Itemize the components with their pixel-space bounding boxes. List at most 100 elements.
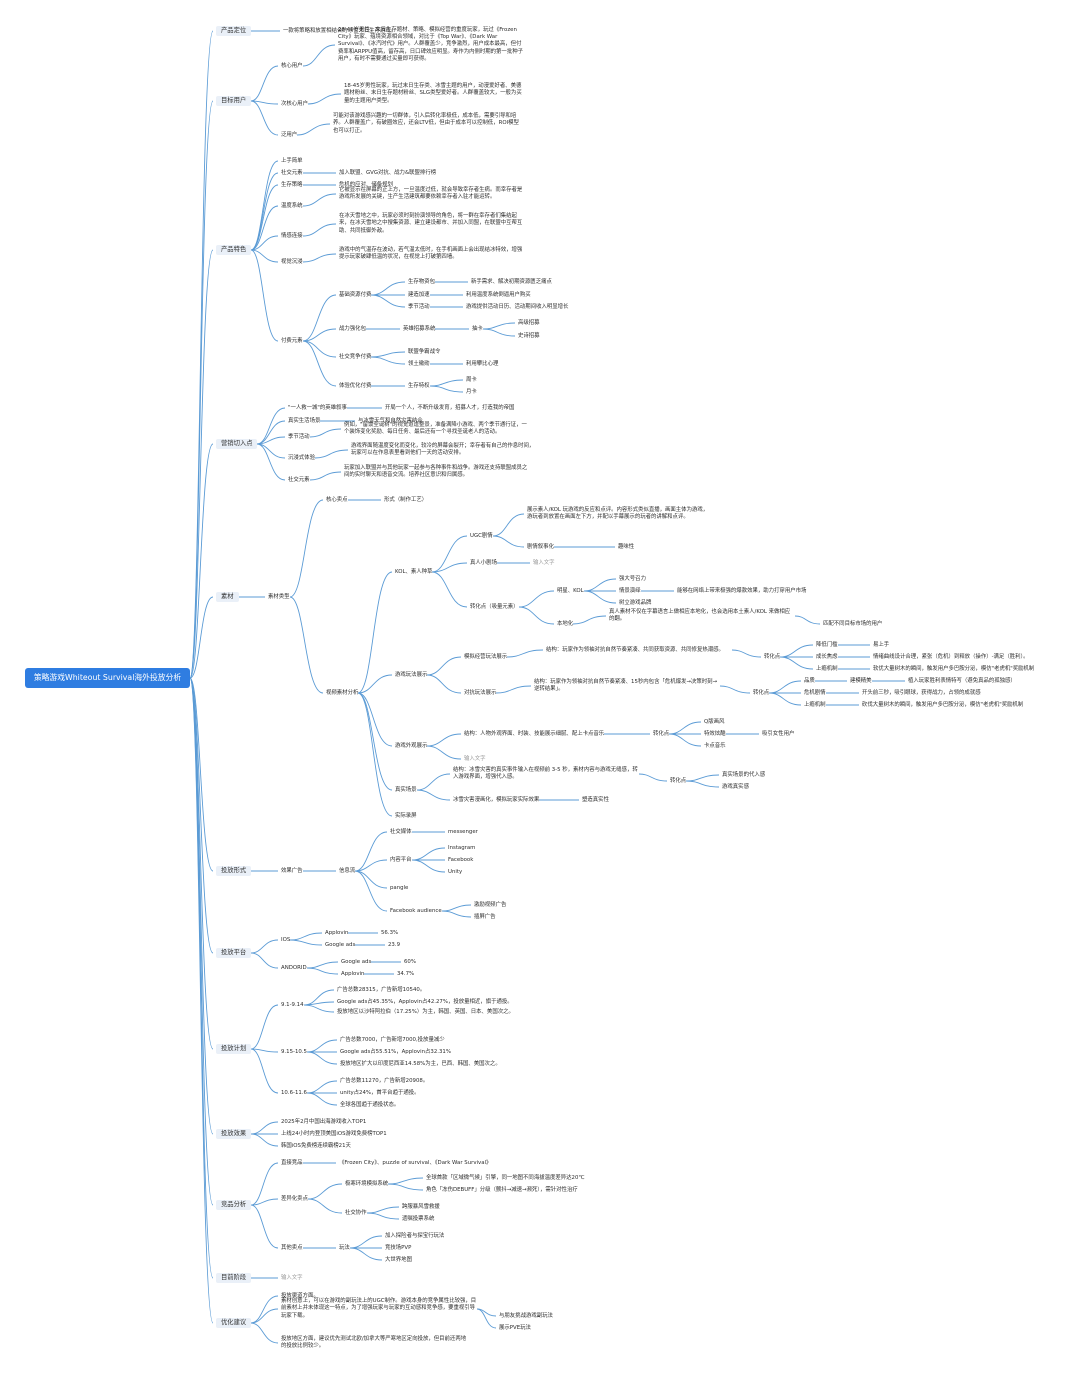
topic-node[interactable]: 加入探险者与探宝行玩法 (385, 1232, 445, 1239)
topic-node[interactable]: 9.15-10.5 (281, 1048, 307, 1055)
topic-node[interactable]: Q版画风 (704, 718, 725, 725)
topic-node[interactable]: 大世界地图 (385, 1256, 412, 1263)
topic-node[interactable]: 内容平台 (390, 856, 412, 863)
topic-node[interactable]: ANDORID (281, 964, 307, 971)
topic-node[interactable]: 游戏中的气温存在波动，若气温太低时，在手机画面上会出现结冰特效，增强提示玩家破肆… (339, 246, 523, 260)
topic-node[interactable]: 加入联盟、GVG对抗、战力&联盟排行榜 (339, 169, 437, 176)
topic-node[interactable]: Applovin (341, 970, 365, 977)
topic-node[interactable]: 游戏玩法展示 (395, 671, 428, 678)
topic-node[interactable]: 抽卡 (472, 325, 483, 332)
topic-node[interactable]: 社交竞争付费 (339, 353, 372, 360)
topic-node[interactable]: 真实场景的代入感 (722, 771, 766, 778)
topic-node[interactable]: "一人救一城"的英雄叙事 (288, 404, 347, 411)
topic-node[interactable]: 结构：玩家作为领袖对抗自然节奏紧凑、15秒内包含「危机爆发→决策时刻→逆转结果」… (534, 678, 718, 692)
topic-node[interactable]: 视觉沉浸 (281, 258, 303, 265)
topic-node[interactable]: 信息流 (339, 867, 356, 874)
topic-node[interactable]: 冰雪灾害漫画化，模拟玩家实际效果 (453, 796, 540, 803)
topic-node[interactable]: 输入文字 (281, 1274, 303, 1281)
topic-node[interactable]: 《Frozen City》、puzzle of survival、《Dark W… (339, 1159, 492, 1166)
topic-node[interactable]: 开局一个人，不断升级发育，招募人才，打造我的帝国 (385, 404, 515, 411)
topic-node[interactable]: messenger (448, 828, 478, 835)
topic-node[interactable]: 沉浸式体验 (288, 454, 315, 461)
topic-node[interactable]: 转化点 (653, 730, 670, 737)
topic-node[interactable]: 18-45岁男性玩家，玩过末日生存类、冰雪主题的用户，动漫爱好者、美德题材粉丝、… (344, 83, 522, 104)
category-node[interactable]: 产品定位 (216, 26, 252, 36)
topic-node[interactable]: 强大号召力 (619, 575, 646, 582)
topic-node[interactable]: 玩家加入联盟并与其他玩家一起参与各种事件和战争。游戏还支持联盟成员之间的实时聊天… (344, 464, 528, 478)
topic-node[interactable]: 转化点 (670, 777, 687, 784)
topic-node[interactable]: 9.1-9.14 (281, 1001, 304, 1008)
category-node[interactable]: 投放效果 (216, 1129, 252, 1139)
topic-node[interactable]: 34.7% (397, 970, 415, 977)
topic-node[interactable]: 生存物资包 (408, 278, 435, 285)
topic-node[interactable]: 危机的应对、储备规划 (339, 181, 393, 188)
topic-node[interactable]: 本地化 (557, 620, 574, 627)
category-node[interactable]: 投放计划 (216, 1044, 252, 1054)
topic-node[interactable]: 高级招募 (518, 319, 540, 326)
topic-node[interactable]: 真实场景 (395, 786, 417, 793)
topic-node[interactable]: 软优大量树木的瞬间，触发用户多巴胺分泌，模仿"老虎机"奖励机制 (873, 665, 1035, 672)
topic-node[interactable]: 上线24小时内登顶美国iOS游戏免费榜TOP1 (281, 1130, 387, 1137)
topic-node[interactable]: 玩法 (339, 1244, 350, 1251)
topic-node[interactable]: 情绪曲线设计合理，紧张（危机）到释放（操作）-满足（胜利）。 (873, 653, 1029, 660)
topic-node[interactable]: 结构：玩家作为领袖对抗自然节奏紧凑、共同获取资源、共同修复热潮感。 (546, 646, 724, 653)
topic-node[interactable]: 激励视频广告 (474, 901, 507, 908)
topic-node[interactable]: 匹配不同目标市场的用户 (823, 620, 883, 627)
category-node[interactable]: 素材 (216, 592, 239, 602)
topic-node[interactable]: 能够在网络上带来极强的爆款效果，助力打穿用户市场 (677, 587, 807, 594)
topic-node[interactable]: Facebook (448, 856, 474, 863)
topic-node[interactable]: Unity (448, 868, 463, 875)
topic-node[interactable]: 联盟争霸战令 (408, 348, 441, 355)
topic-node[interactable]: 在冰天雪地之中，玩家必须时刻扮演领导的角色，将一群在幸存者们集结起来，在冰天雪地… (339, 213, 523, 234)
category-node[interactable]: 投放形式 (216, 866, 252, 876)
topic-node[interactable]: IOS (281, 936, 291, 943)
topic-node[interactable]: unity占24%，首平台趋于通投。 (340, 1089, 420, 1096)
topic-node[interactable]: 易上手 (873, 641, 890, 648)
topic-node[interactable]: UGC剧情 (470, 532, 493, 539)
topic-node[interactable]: 真人小剧场 (470, 559, 497, 566)
topic-node[interactable]: 一款将策略和放置相结合的冰雪末日生存游戏。 (283, 27, 397, 34)
topic-node[interactable]: 形式（制作工艺） (384, 496, 428, 503)
topic-node[interactable]: 真实生活场景 (288, 417, 321, 424)
topic-node[interactable]: 极寒环境模拟系统 (345, 1180, 389, 1187)
topic-node[interactable]: 其他卖点 (281, 1244, 303, 1251)
topic-node[interactable]: 游戏提供活动日历、活动期间收入明显增长 (466, 303, 569, 310)
topic-node[interactable]: 上手简单 (281, 157, 303, 164)
topic-node[interactable]: 结构：人物外观界面、时装、技能展示细腻、配上卡点音乐 (464, 730, 605, 737)
topic-node[interactable]: 品质 (804, 677, 815, 684)
topic-node[interactable]: 展示素人/KOL 玩游戏的反应和点评。内容形式类似直播，画面主体为游戏，游玩者到… (527, 506, 709, 520)
topic-node[interactable]: 成长焦虑 (816, 653, 838, 660)
topic-node[interactable]: 特效炫酷 (704, 730, 726, 737)
topic-node[interactable]: 例如，"留饭圣诞树"的视觉道逢整景，准备满降小游戏、两个季节通行证，一个装饰变化… (344, 421, 527, 435)
topic-node[interactable]: 剧情叙事化 (527, 543, 554, 550)
topic-node[interactable]: 开头前三秒，吸引眼球，获得战力，占领的成就感 (862, 689, 981, 696)
topic-node[interactable]: 情景演绎 (619, 587, 641, 594)
topic-node[interactable]: 竞技场PVP (385, 1244, 412, 1251)
topic-node[interactable]: 遗嘱投票系统 (402, 1215, 435, 1222)
topic-node[interactable]: 2025年2月中国出海游戏收入TOP1 (281, 1118, 367, 1125)
topic-node[interactable]: 游戏外观展示 (395, 742, 428, 749)
topic-node[interactable]: 结构：冰雪灾害的真实事件输入在视频前 3-5 秒，素材内容与游戏无缝感，转入游戏… (453, 766, 638, 780)
topic-node[interactable]: 史诗招募 (518, 332, 540, 339)
topic-node[interactable]: 广告总数28315，广告新增10540。 (337, 986, 426, 993)
topic-node[interactable]: 英雄招募系统 (403, 325, 436, 332)
topic-node[interactable]: 新手需求、解决初期资源匮乏痛点 (471, 278, 552, 285)
topic-node[interactable]: Facebook audience (390, 907, 442, 914)
topic-node[interactable]: 输入文字 (533, 559, 555, 566)
topic-node[interactable]: 视频素材分析 (326, 689, 359, 696)
topic-node[interactable]: 60% (404, 958, 416, 965)
category-node[interactable]: 营销切入点 (216, 439, 258, 449)
topic-node[interactable]: 利用温度系统倒逼用户购买 (466, 291, 531, 298)
topic-node[interactable]: 体验优化付费 (339, 382, 372, 389)
topic-node[interactable]: 上瘾机制 (804, 701, 826, 708)
topic-node[interactable]: 周卡 (466, 376, 477, 383)
topic-node[interactable]: 社交元素 (281, 169, 303, 176)
topic-node[interactable]: 上瘾机制 (816, 665, 838, 672)
topic-node[interactable]: 树立游戏品牌 (619, 599, 652, 606)
topic-node[interactable]: Google ads占55.51%，Applovin占32.31% (340, 1048, 451, 1055)
topic-node[interactable]: 建模精美 (850, 677, 872, 684)
topic-node[interactable]: 与冰雪天气和自然灾害结合 (358, 417, 423, 424)
topic-node[interactable]: 社交协作 (345, 1209, 367, 1216)
topic-node[interactable]: 输入文字 (464, 755, 486, 762)
topic-node[interactable]: Instagram (448, 844, 476, 851)
